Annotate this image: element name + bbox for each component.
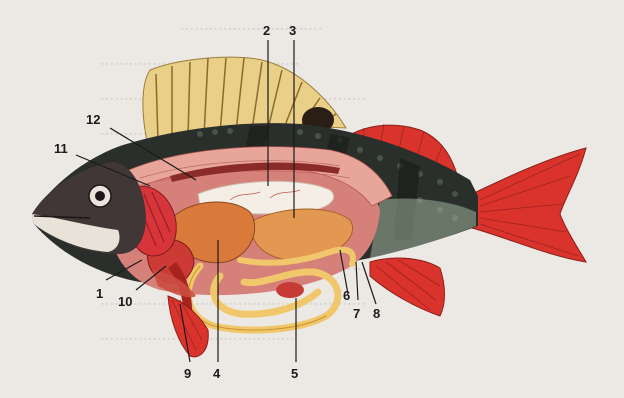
label-9: 9	[184, 366, 191, 381]
label-11: 11	[54, 141, 68, 156]
anal-fin	[370, 258, 445, 316]
label-12: 12	[86, 112, 100, 127]
caudal-fin	[472, 148, 586, 262]
label-5: 5	[291, 366, 298, 381]
label-1: 1	[96, 286, 103, 301]
label-6: 6	[343, 288, 350, 303]
label-3: 3	[289, 23, 296, 38]
svg-text:..............................: ..............................	[180, 14, 323, 35]
label-7: 7	[353, 306, 360, 321]
label-8: 8	[373, 306, 380, 321]
label-4: 4	[213, 366, 221, 381]
spleen	[276, 282, 304, 298]
belly-flank	[370, 199, 476, 259]
label-10: 10	[118, 294, 132, 309]
label-2: 2	[263, 23, 270, 38]
